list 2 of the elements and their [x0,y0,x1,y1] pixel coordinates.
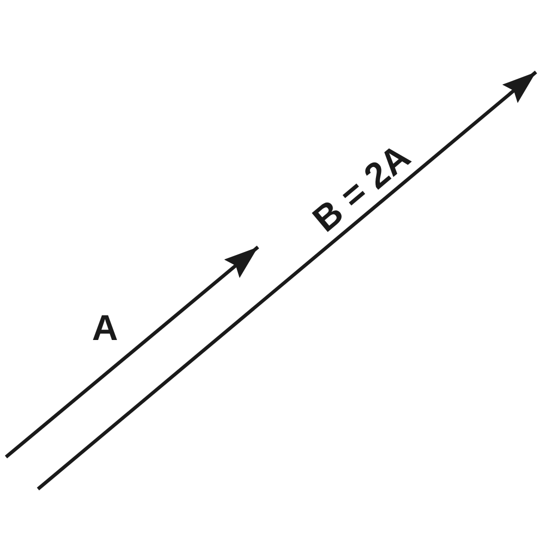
vector-label: B = 2A [306,138,416,238]
vector-label: A [92,310,118,346]
